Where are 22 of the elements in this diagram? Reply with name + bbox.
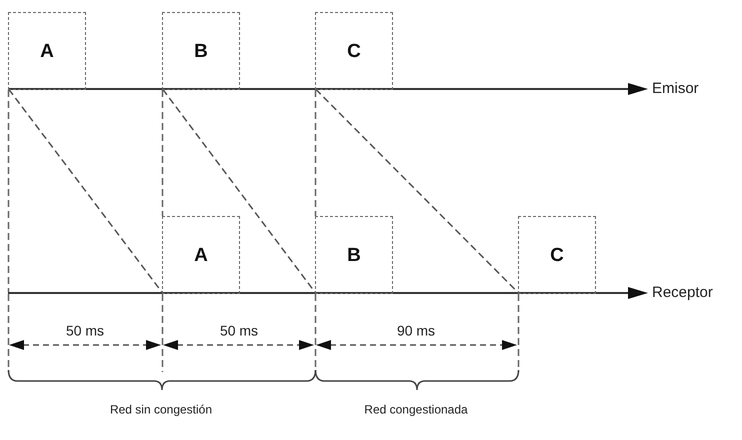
brace-label: Red sin congestión xyxy=(110,403,212,417)
packet-letter: A xyxy=(40,42,54,60)
packet-letter: B xyxy=(194,42,208,60)
diagonal-line xyxy=(8,88,164,294)
diagonal-line xyxy=(162,88,316,294)
dimension-label: 50 ms xyxy=(220,323,258,339)
axis-label: Receptor xyxy=(652,284,713,302)
packet-box xyxy=(162,216,240,294)
brace-label: Red congestionada xyxy=(364,403,468,417)
packet-box xyxy=(315,12,393,90)
packet-box xyxy=(8,12,86,90)
packet-letter: A xyxy=(194,246,208,264)
diagonal-line xyxy=(315,88,520,294)
packet-box xyxy=(162,12,240,90)
packet-letter: C xyxy=(550,246,564,264)
packet-box xyxy=(518,216,596,294)
packet-letter: B xyxy=(347,246,361,264)
packet-letter: C xyxy=(347,42,361,60)
dimension-label: 50 ms xyxy=(66,323,104,339)
packet-box xyxy=(315,216,393,294)
axis-label: Emisor xyxy=(652,80,699,98)
dimension-label: 90 ms xyxy=(396,323,436,339)
